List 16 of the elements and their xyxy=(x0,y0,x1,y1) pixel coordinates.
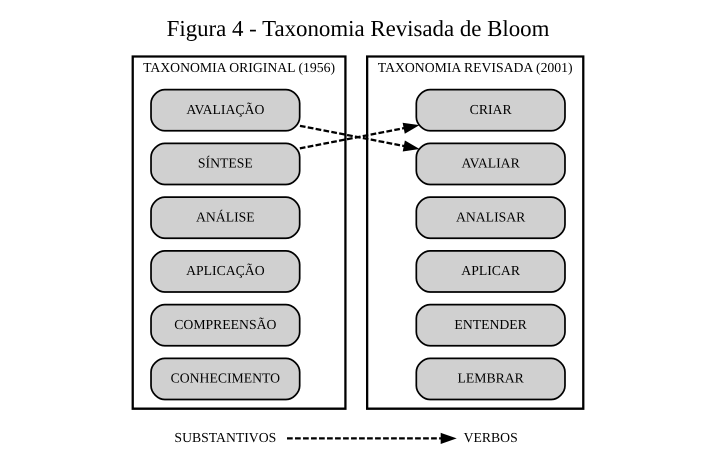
node-box: SÍNTESE xyxy=(150,142,300,186)
node-box: ENTENDER xyxy=(414,304,566,347)
node-box: COMPREENSÃO xyxy=(150,304,300,347)
diagram-title: Figura 4 - Taxonomia Revisada de Bloom xyxy=(166,16,549,41)
node-box: ANÁLISE xyxy=(150,196,300,240)
node-box: AVALIAÇÃO xyxy=(150,88,300,132)
node-box: CRIAR xyxy=(414,88,566,132)
node-box: LEMBRAR xyxy=(414,358,566,400)
node-box: APLICAR xyxy=(414,250,566,293)
arrow xyxy=(286,432,456,444)
node-box: CONHECIMENTO xyxy=(150,358,300,400)
node-box: APLICAÇÃO xyxy=(150,250,300,293)
node-text: VERBOS xyxy=(463,430,518,445)
node-text: SUBSTANTIVOS xyxy=(174,430,276,445)
node-box: AVALIAR xyxy=(414,142,566,186)
node-box: ANALISAR xyxy=(414,196,566,240)
